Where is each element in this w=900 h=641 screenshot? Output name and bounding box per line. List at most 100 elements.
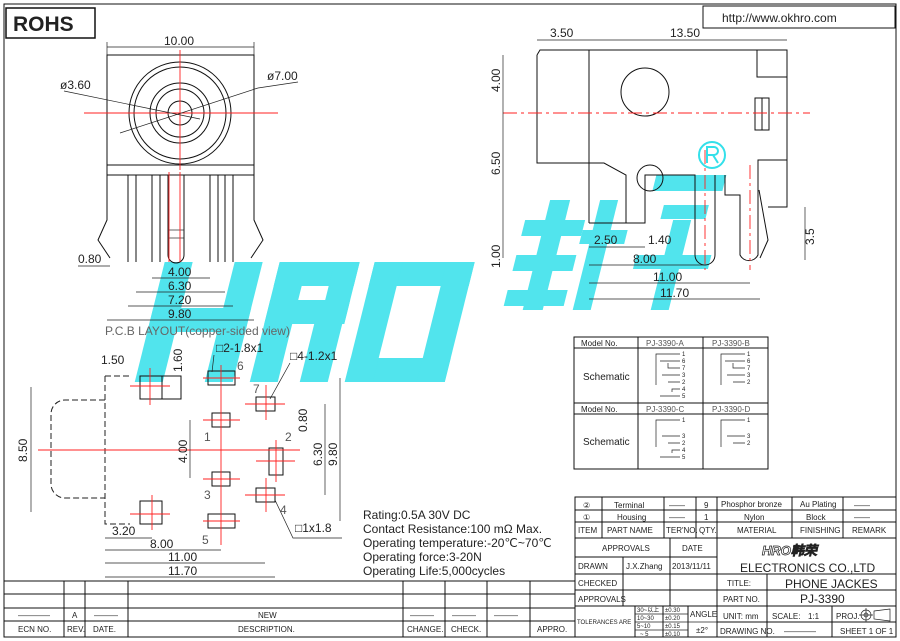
dim-1-60: 1.60	[171, 348, 185, 372]
bom-item: ②	[583, 501, 590, 510]
dim-3-50: 3.50	[550, 26, 574, 40]
tol-range: 30~以上	[637, 606, 659, 614]
model-pj-3390-c: PJ-3390-C	[646, 405, 684, 414]
drawing-no-label: DRAWING NO.	[720, 627, 775, 636]
drawn-label: DRAWN	[578, 562, 608, 571]
registered-mark-icon	[698, 141, 726, 169]
bom-ter-no: ——	[669, 501, 685, 510]
dim-3-20: 3.20	[112, 524, 136, 538]
model-pj-3390-b: PJ-3390-B	[712, 339, 750, 348]
angle-value: ±2°	[696, 626, 708, 635]
dim-6-50: 6.50	[489, 151, 503, 175]
url-box	[702, 5, 896, 29]
pin-label-6: 6	[237, 359, 244, 373]
date-header: DATE	[682, 544, 703, 553]
part-number: PJ-3390	[800, 592, 845, 606]
proj-label: PROJ.	[836, 612, 860, 621]
model-pj-3390-a: PJ-3390-A	[646, 339, 684, 348]
header-material: MATERIAL	[737, 526, 777, 535]
pad-note-2x1-8x1: □2-1.8x1	[216, 341, 264, 355]
dim-9-80: 9.80	[168, 307, 192, 321]
pin-num: 5	[682, 394, 686, 400]
pin-num: 3	[682, 434, 686, 440]
operating-life-text: Operating Life:5,000cycles	[363, 564, 505, 578]
header-finishing: FINISHING	[800, 526, 840, 535]
bom-qty: 1	[704, 513, 709, 522]
url-text[interactable]: http://www.okhro.com	[722, 11, 837, 25]
operating-force-text: Operating force:3-20N	[363, 550, 482, 564]
header-ecn-no: ECN NO.	[18, 625, 51, 634]
bom-item: ①	[583, 513, 590, 522]
pcb-layout: P.C.B LAYOUT(copper-sided view) 1.50 1.6…	[16, 324, 342, 578]
drawn-by: J.X.Zhang	[626, 562, 662, 571]
front-view: 10.00 ø3.60 ø7.00 0.80 4.00 6.30 7.20 9.…	[60, 34, 299, 321]
dim-4-00-pcb: 4.00	[176, 439, 190, 463]
tol-value: ±0.15	[665, 624, 681, 630]
revision-table: ———— A ——— NEW ——— ——— ——— ECN NO. REV. …	[4, 580, 575, 637]
bom-qty: 9	[704, 501, 709, 510]
header-item: ITEM	[578, 526, 597, 535]
approvals-header: APPROVALS	[602, 544, 650, 553]
drawn-date: 2013/11/11	[672, 562, 711, 571]
ratings: Rating:0.5A 30V DC Contact Resistance:10…	[363, 508, 552, 578]
dim-inner-diameter: ø3.60	[60, 78, 91, 92]
schematic-c	[655, 419, 680, 458]
dim-outer-diameter: ø7.00	[267, 69, 298, 83]
rohs-box	[5, 7, 96, 39]
side-view: 3.50 13.50 4.00 6.50 1.00 3.5 2.50 1.40 …	[489, 26, 817, 300]
schematic-b	[720, 353, 745, 385]
model-no-label: Model No.	[581, 339, 617, 348]
drawing-title: PHONE JACKES	[785, 577, 878, 591]
dim-11-70-pcb: 11.70	[168, 564, 197, 578]
part-no-label: PART NO.	[723, 595, 760, 604]
pin-num: 7	[682, 366, 686, 372]
sheet-label: SHEET 1 OF 1	[840, 627, 894, 636]
checked-label: CHECKED	[578, 579, 617, 588]
bom-material: Nylon	[744, 513, 764, 522]
rev-letter: A	[72, 611, 78, 620]
title-block: ② Terminal —— 9 Phosphor bronze Au Plati…	[574, 496, 897, 638]
dim-0-80: 0.80	[296, 408, 310, 432]
rev-change: ———	[410, 611, 434, 620]
rev-description: NEW	[258, 611, 277, 620]
rev-check: ———	[452, 611, 476, 620]
tol-range: 5~10	[637, 624, 651, 630]
bom-remark: ——	[854, 513, 870, 522]
pin-num: 6	[747, 359, 751, 365]
pin-num: 4	[682, 448, 686, 454]
dim-6-30-pcb: 6.30	[311, 442, 325, 466]
tolerances-label: TOLERANCES ARE	[577, 620, 631, 626]
header-part-name: PART NAME	[607, 526, 653, 535]
pin-num: 4	[682, 387, 686, 393]
contact-resistance-text: Contact Resistance:100 mΩ Max.	[363, 522, 542, 536]
dim-11-00-pcb: 11.00	[168, 550, 197, 564]
pin-label-7: 7	[253, 382, 260, 396]
dim-1-40: 1.40	[648, 233, 672, 247]
operating-temperature-text: Operating temperature:-20℃~70℃	[363, 536, 552, 550]
dim-8-50: 8.50	[16, 438, 30, 462]
pin-num: 2	[747, 441, 751, 447]
pin-label-4: 4	[280, 503, 287, 517]
company-logo: HRO韩荣	[762, 543, 820, 558]
scale-label: SCALE:	[772, 612, 800, 621]
pad-note-1x1-8: □1x1.8	[295, 521, 332, 535]
tol-value: ±0.10	[665, 632, 681, 638]
dim-11-00-side: 11.00	[653, 270, 682, 284]
sheet-border	[3, 3, 897, 638]
tol-range: ~ 5	[640, 632, 649, 638]
approvals-label: APPROVALS	[578, 595, 626, 604]
pin-num: 3	[747, 373, 751, 379]
dim-1-50: 1.50	[101, 353, 125, 367]
header-qty: QTY.	[699, 526, 717, 535]
company-name: ELECTRONICS CO.,LTD	[740, 561, 875, 575]
dim-8-00-pcb: 8.00	[150, 537, 174, 551]
bom-part-name: Terminal	[614, 501, 644, 510]
header-date: DATE.	[93, 625, 116, 634]
dim-7-20: 7.20	[168, 293, 192, 307]
header-description: DESCRIPTION.	[238, 625, 295, 634]
dim-11-70-side: 11.70	[660, 286, 689, 300]
title-label: TITLE:	[727, 579, 751, 588]
drawing-no-value: ————	[784, 627, 816, 636]
rating-text: Rating:0.5A 30V DC	[363, 508, 471, 522]
pin-num: 2	[747, 380, 751, 386]
